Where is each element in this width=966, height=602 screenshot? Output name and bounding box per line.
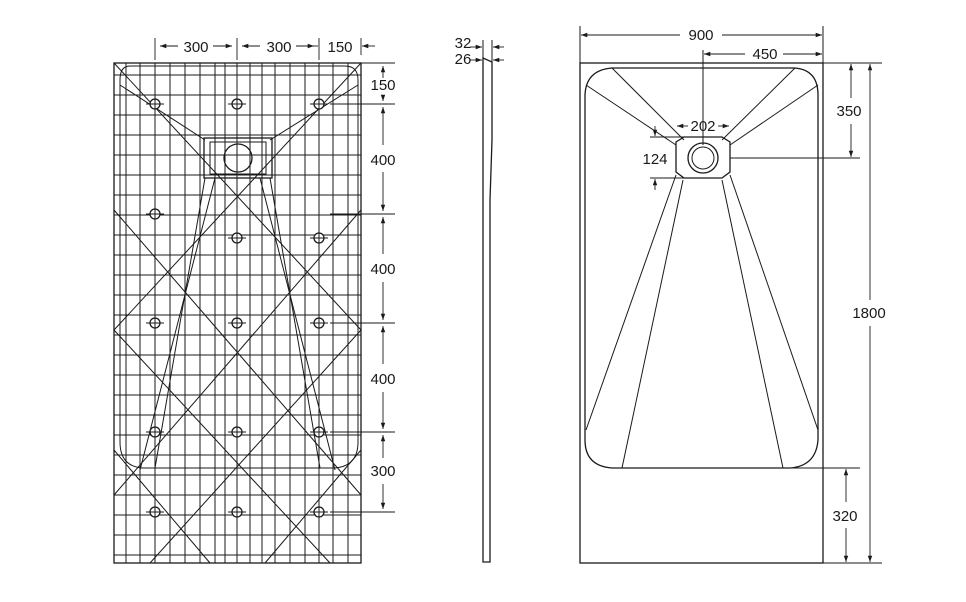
dim-124: 124 [642,151,667,168]
side-profile [482,56,493,563]
side-view: 32 26 [455,35,504,563]
dim-400-a: 400 [370,152,395,169]
support-foot [228,229,246,247]
tray-top-outline [579,62,824,564]
dim-150-right: 150 [370,77,395,94]
support-foot [310,95,328,113]
support-foot [310,423,328,441]
bottom-view-right-dimensions: 150 400 400 400 300 [330,62,396,513]
bottom-view: 300 300 150 150 400 400 400 30 [113,38,396,564]
support-foot [228,503,246,521]
dim-400-b: 400 [370,261,395,278]
support-feet [146,95,328,521]
support-foot [146,95,164,113]
dim-202: 202 [690,118,715,135]
dim-900: 900 [688,27,713,44]
bottom-view-top-dimensions: 300 300 150 [154,38,375,60]
dim-300-a: 300 [183,39,208,56]
support-foot [146,205,164,223]
drain-housing [203,137,273,179]
dim-300-b: 300 [266,39,291,56]
support-foot [310,503,328,521]
support-foot [228,95,246,113]
dim-300-right: 300 [370,463,395,480]
support-foot [146,503,164,521]
support-foot [146,423,164,441]
support-foot [146,314,164,332]
slope-lines [585,67,819,469]
top-view: 900 450 202 124 350 1800 320 [579,26,886,564]
dim-320: 320 [832,508,857,525]
dim-26: 26 [455,51,472,68]
dim-150-top: 150 [327,39,352,56]
dim-1800: 1800 [852,305,885,322]
dim-350: 350 [836,103,861,120]
dim-450: 450 [752,46,777,63]
support-foot [228,314,246,332]
dim-32: 32 [455,35,472,52]
support-foot [310,229,328,247]
support-foot [310,314,328,332]
dim-400-c: 400 [370,371,395,388]
support-foot [228,423,246,441]
